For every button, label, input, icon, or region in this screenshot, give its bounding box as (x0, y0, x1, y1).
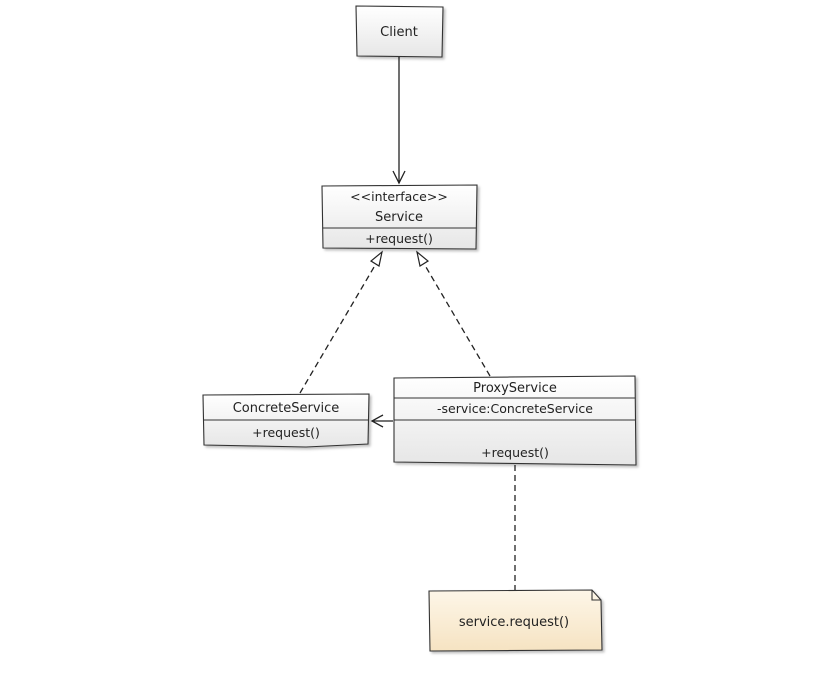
implementation-note[interactable]: service.request() (428, 589, 603, 652)
concrete-service-class-name: ConcreteService (233, 401, 340, 416)
client-class-box[interactable]: Client (355, 5, 444, 58)
concrete-service-operation: +request() (252, 425, 320, 440)
proxy-service-operation: +request() (481, 445, 549, 460)
service-operation: +request() (365, 231, 433, 246)
proxy-service-realization-edge (416, 250, 491, 377)
proxy-service-class-name: ProxyService (473, 381, 557, 396)
service-stereotype: <<interface>> (350, 189, 448, 204)
concrete-service-class-box[interactable]: ConcreteService +request() (202, 393, 370, 448)
proxy-service-attribute: -service:ConcreteService (437, 401, 593, 416)
proxy-to-concrete-association (370, 414, 393, 428)
note-text: service.request() (459, 615, 569, 630)
concrete-service-realization-edge (299, 250, 383, 394)
client-class-name: Client (380, 25, 418, 40)
service-interface-box[interactable]: <<interface>> Service +request() (321, 184, 478, 250)
proxy-service-class-box[interactable]: ProxyService -service:ConcreteService +r… (393, 375, 637, 466)
client-to-service-association (392, 57, 406, 185)
service-class-name: Service (375, 210, 423, 225)
